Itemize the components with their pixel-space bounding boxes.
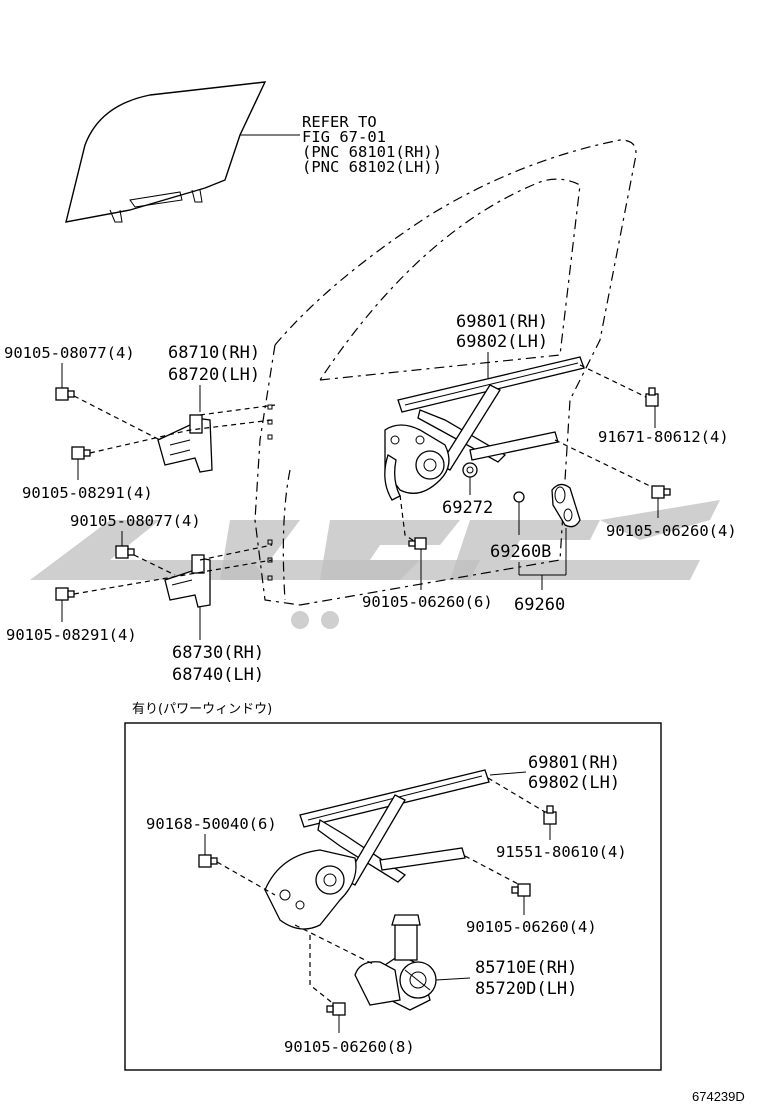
power-window-regulator	[264, 769, 490, 930]
power-window-box	[124, 722, 662, 1071]
lower-bolt-08291-icon	[55, 587, 75, 601]
handle-69260-label: 69260	[514, 595, 565, 615]
bolt-06260-right-icon	[651, 485, 671, 499]
pw-motor-lh: 85720D(LH)	[475, 979, 577, 999]
glass-ref-line-1: REFER TO	[302, 113, 377, 131]
lower-hinge-lh: 68740(LH)	[172, 665, 264, 685]
pw-bolt-50040-label: 90168-50040(6)	[146, 815, 277, 833]
clip-69272-label: 69272	[442, 498, 493, 518]
clip-69272-icon	[462, 462, 478, 478]
upper-bolt-08291-label: 90105-08291(4)	[22, 484, 153, 502]
pw-bolt-06260-right-label: 90105-06260(4)	[466, 918, 597, 936]
upper-bolt-08077-icon	[55, 387, 75, 401]
pw-regulator-lh: 69802(LH)	[528, 773, 620, 793]
window-glass	[65, 81, 300, 223]
manual-window-regulator	[384, 356, 585, 501]
handle-69260-icon	[551, 483, 581, 528]
upper-hinge-rh: 68710(RH)	[168, 343, 260, 363]
pw-bolt-06260-lower-icon	[326, 1002, 346, 1016]
upper-hinge-lh: 68720(LH)	[168, 365, 260, 385]
lower-hinge-rh: 68730(RH)	[172, 643, 264, 663]
glass-ref-line-2: FIG 67-01	[302, 128, 386, 146]
upper-regulator-rh: 69801(RH)	[456, 312, 548, 332]
bolt-91671-icon	[645, 387, 659, 407]
pw-bolt-91551-icon	[543, 805, 557, 825]
glass-ref-line-4: (PNC 68102(LH))	[302, 158, 442, 176]
power-window-motor-icon	[354, 914, 437, 1011]
lower-bolt-08291-label: 90105-08291(4)	[6, 626, 137, 644]
upper-bolt-91671-label: 91671-80612(4)	[598, 428, 729, 446]
upper-bolt-06260-lower-label: 90105-06260(6)	[362, 593, 493, 611]
door-outline	[254, 139, 637, 606]
upper-hinge-icon	[157, 414, 213, 473]
pw-bolt-06260-right-icon	[511, 883, 531, 897]
upper-bolt-06260-right-label: 90105-06260(4)	[606, 522, 737, 540]
power-window-caption: 有り(パワーウィンドウ)	[132, 702, 272, 717]
handle-69260B-icon	[513, 491, 525, 503]
pw-bolt-91551-label: 91551-80610(4)	[496, 843, 627, 861]
pw-regulator-rh: 69801(RH)	[528, 753, 620, 773]
upper-regulator-lh: 69802(LH)	[456, 332, 548, 352]
upper-bolt-08291-icon	[71, 446, 91, 460]
glass-ref-line-3: (PNC 68101(RH))	[302, 143, 442, 161]
handle-69260B-label: 69260B	[490, 542, 551, 562]
upper-bolt-08077-label: 90105-08077(4)	[4, 344, 135, 362]
diagram-code: 674239D	[692, 1089, 745, 1104]
pw-motor-rh: 85710E(RH)	[475, 958, 577, 978]
pw-bolt-50040-icon	[198, 854, 218, 868]
pw-bolt-06260-lower-label: 90105-06260(8)	[284, 1038, 415, 1056]
lower-bolt-08077-icon	[115, 545, 135, 559]
lower-bolt-08077-label: 90105-08077(4)	[70, 512, 201, 530]
